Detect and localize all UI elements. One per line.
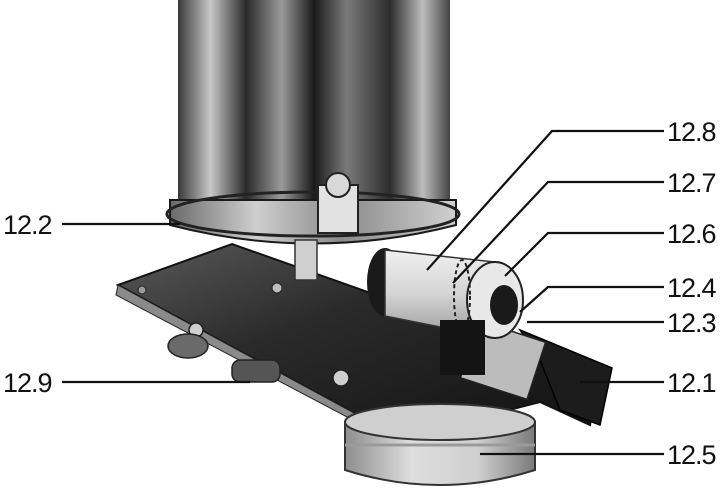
leader-12-7	[452, 180, 664, 284]
callout-12-6: 12.6	[667, 219, 716, 249]
roller-hub	[490, 285, 518, 325]
leader-12-8	[426, 129, 664, 271]
leader-12-4	[519, 285, 664, 313]
upper-drum	[178, 0, 450, 200]
callout-12-3: 12.3	[667, 308, 716, 338]
mechanism-illustration	[115, 0, 613, 486]
callout-labels: 12.8 12.7 12.6 12.4 12.3 12.1 12.5 12.2 …	[3, 117, 718, 470]
callout-12-4: 12.4	[667, 273, 717, 303]
callout-12-5: 12.5	[667, 440, 716, 470]
roller-support-block	[440, 320, 485, 375]
drum-rim-edge	[165, 190, 461, 238]
underside-foot	[231, 359, 281, 383]
leader-lines	[62, 129, 664, 456]
spindle	[294, 239, 318, 281]
callout-12-8: 12.8	[667, 117, 716, 147]
callout-12-7: 12.7	[667, 168, 716, 198]
callout-12-9: 12.9	[3, 368, 52, 398]
leader-12-6	[504, 231, 664, 277]
bolt	[332, 369, 350, 387]
bolt	[271, 282, 283, 294]
callout-12-1: 12.1	[667, 368, 716, 398]
underside-foot-left	[167, 333, 209, 359]
spindle-knob	[325, 172, 351, 198]
callout-12-2: 12.2	[3, 210, 52, 240]
lower-base-top	[344, 403, 536, 441]
bolt	[137, 285, 147, 295]
